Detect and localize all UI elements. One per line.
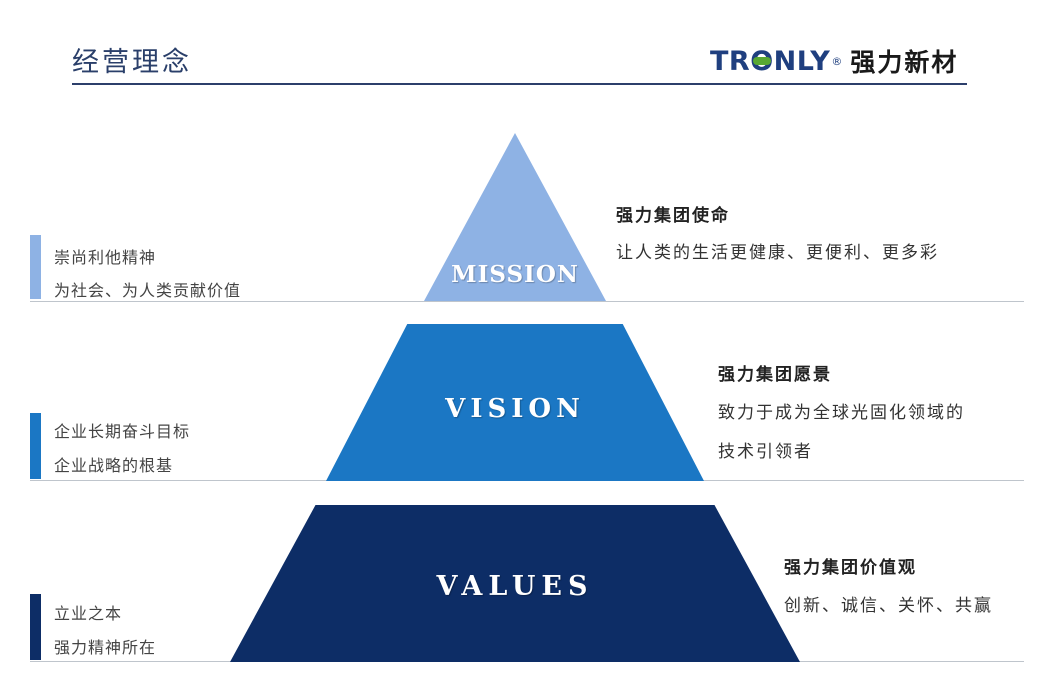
logo-chinese-name: 强力新材 <box>850 48 959 77</box>
logo-brand-text: TRONLY <box>710 45 831 77</box>
vision-title: 强力集团愿景 <box>718 365 832 385</box>
header-divider <box>72 83 967 85</box>
note-values-line-2: 强力精神所在 <box>54 638 157 657</box>
note-marker-mission <box>30 235 41 299</box>
values-description-line-1: 创新、诚信、关怀、共赢 <box>784 596 993 616</box>
mission-description-line-1: 让人类的生活更健康、更便利、更多彩 <box>616 243 939 263</box>
note-values-line-1: 立业之本 <box>54 604 123 623</box>
note-marker-values <box>30 594 41 660</box>
values-title: 强力集团价值观 <box>784 558 917 578</box>
pyramid-tier-mission: MISSION <box>424 133 606 301</box>
note-mission-line-2: 为社会、为人类贡献价值 <box>54 281 242 300</box>
note-mission-line-1: 崇尚利他精神 <box>54 248 157 267</box>
company-logo: TRONLY ® 强力新材 <box>710 44 958 78</box>
page-title: 经营理念 <box>72 47 192 78</box>
tier-separator-1 <box>30 301 1024 302</box>
note-vision-line-2: 企业战略的根基 <box>54 456 174 475</box>
note-marker-vision <box>30 413 41 479</box>
vision-description-line-2: 技术引领者 <box>718 442 813 462</box>
note-vision-line-1: 企业长期奋斗目标 <box>54 422 191 441</box>
tier-label-values: VALUES <box>436 571 594 602</box>
tier-label-vision: VISION <box>445 394 585 424</box>
vision-description-line-1: 致力于成为全球光固化领域的 <box>718 403 965 423</box>
pyramid-tier-vision: VISION <box>326 324 704 481</box>
registered-mark: ® <box>831 54 843 68</box>
mission-title: 强力集团使命 <box>616 206 730 226</box>
logo-o-glyph: O <box>750 45 774 77</box>
pyramid-tier-values: VALUES <box>230 505 800 662</box>
tier-label-mission: MISSION <box>451 261 579 288</box>
